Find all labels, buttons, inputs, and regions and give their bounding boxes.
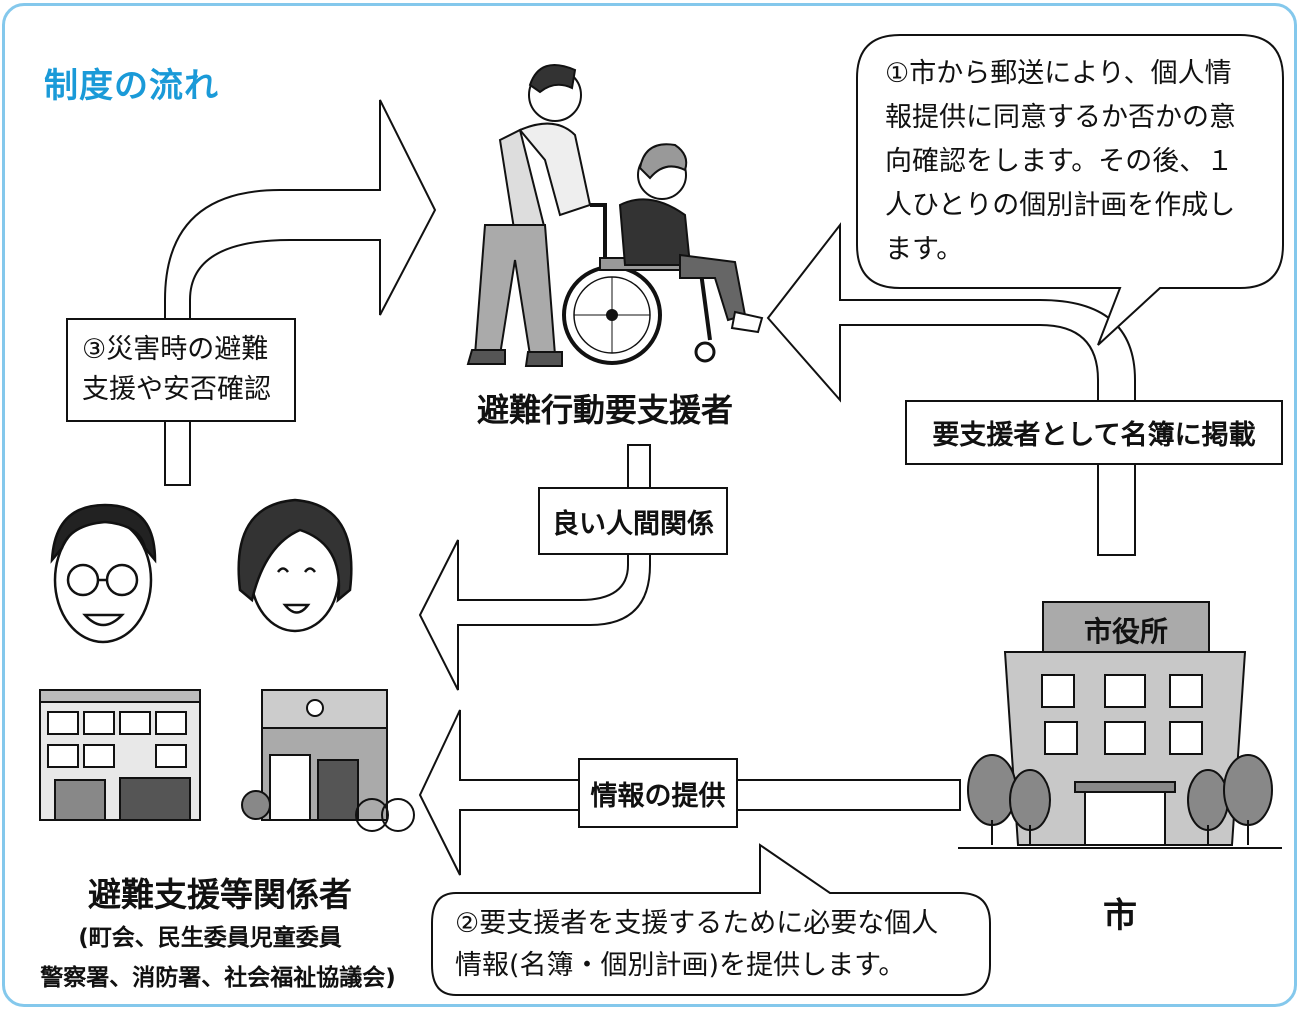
step1-line: 人ひとりの個別計画を作成し [885, 190, 1236, 221]
step1-line: ます。 [885, 234, 964, 265]
city-label: 市 [1103, 896, 1137, 936]
info-label: 情報の提供 [578, 758, 738, 828]
arrow-registration [766, 222, 1136, 556]
evacuee-label: 避難行動要支援者 [476, 391, 733, 429]
bubble-step2 [431, 843, 991, 996]
relationship-label: 良い人間関係 [538, 487, 728, 555]
supporter-buildings [39, 689, 415, 832]
bubble-step1 [856, 34, 1284, 346]
arrow-relationship [418, 444, 651, 691]
step1-text: ①市から郵送により、個人情 報提供に同意するか否かの意 向確認をします。その後、… [885, 52, 1236, 272]
step1-line: ①市から郵送により、個人情 [885, 58, 1232, 89]
step2-line: ②要支援者を支援するために必要な個人 [455, 908, 939, 939]
evacuee-illustration [466, 64, 764, 367]
supporters-detail-1: (町会、民生委員児童委員 [78, 925, 342, 951]
step1-line: 報提供に同意するか否かの意 [885, 102, 1236, 133]
supporter-faces [50, 498, 353, 644]
city-hall-illustration [958, 601, 1282, 849]
city-hall-sign: 市役所 [1083, 615, 1168, 648]
register-label: 要支援者として名簿に掲載 [905, 400, 1283, 465]
page-title: 制度の流れ [44, 66, 219, 106]
arrow-disaster-support [164, 99, 437, 486]
step3-line: ③災害時の避難 [82, 334, 269, 365]
supporters-label: 避難支援等関係者 [88, 875, 352, 914]
step2-line: 情報(名簿・個別計画)を提供します。 [455, 950, 906, 981]
step2-text: ②要支援者を支援するために必要な個人 情報(名簿・個別計画)を提供します。 [455, 903, 938, 987]
step3-box: ③災害時の避難 支援や安否確認 [66, 318, 296, 422]
step1-line: 向確認をします。その後、１ [885, 146, 1234, 177]
supporters-detail-2: 警察署、消防署、社会福祉協議会) [40, 965, 396, 991]
step3-line: 支援や安否確認 [82, 374, 271, 405]
